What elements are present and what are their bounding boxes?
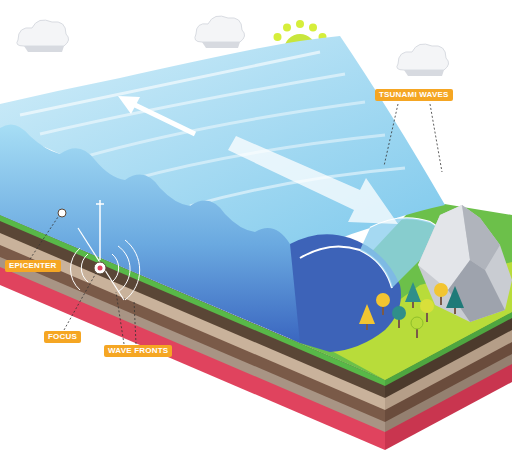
wave-direction-arrows-part bbox=[228, 136, 398, 224]
trees bbox=[359, 282, 464, 338]
earthquake-source-part bbox=[58, 209, 66, 217]
trees-part bbox=[446, 286, 464, 308]
mountain bbox=[418, 205, 512, 322]
trees-part bbox=[420, 299, 434, 313]
sun-part bbox=[283, 24, 291, 32]
ocean-part bbox=[40, 74, 345, 134]
trees-part bbox=[411, 317, 423, 329]
callout-label: FOCUS bbox=[44, 331, 81, 343]
mountain-part bbox=[462, 205, 500, 270]
earthquake-source bbox=[58, 200, 140, 300]
clouds-part bbox=[397, 44, 449, 70]
trees-part bbox=[359, 304, 375, 324]
callout-label: TSUNAMI WAVES bbox=[375, 89, 453, 101]
clouds-part bbox=[404, 70, 444, 76]
sun-part bbox=[309, 24, 317, 32]
leader-lines-part bbox=[430, 104, 442, 172]
earthquake-source-part bbox=[125, 240, 140, 300]
wave-direction-arrows-part bbox=[118, 96, 140, 114]
trees-part bbox=[392, 306, 406, 320]
earthquake-source-part bbox=[78, 228, 124, 300]
clouds-part bbox=[24, 46, 64, 52]
callout-label: WAVE FRONTS bbox=[104, 345, 172, 357]
sun-part bbox=[274, 33, 282, 41]
earthquake-source-part bbox=[99, 200, 101, 260]
clouds-part bbox=[202, 42, 240, 48]
earthquake-source-part bbox=[94, 262, 106, 274]
earthquake-source-part bbox=[112, 254, 119, 282]
leader-lines-part bbox=[384, 104, 398, 166]
leader-lines bbox=[30, 104, 442, 344]
earthquake-source-part bbox=[118, 246, 130, 292]
trees-part bbox=[434, 283, 448, 297]
leader-lines-part bbox=[134, 300, 136, 344]
earthquake-source-part bbox=[71, 248, 80, 290]
earthquake-source-part bbox=[98, 266, 103, 271]
wave-direction-arrows-part bbox=[135, 105, 195, 134]
trees-part bbox=[405, 282, 421, 302]
sun-part bbox=[296, 20, 304, 28]
trees-part bbox=[376, 293, 390, 307]
mountain-part bbox=[418, 205, 512, 322]
trees-part bbox=[426, 312, 428, 322]
leader-lines-part bbox=[30, 217, 58, 259]
wave-direction-arrows bbox=[118, 96, 398, 224]
callout-label: EPICENTER bbox=[5, 260, 61, 272]
clouds-part bbox=[17, 20, 69, 46]
leader-lines-part bbox=[116, 292, 124, 344]
ocean bbox=[0, 36, 450, 352]
clouds-part bbox=[195, 16, 245, 42]
earthquake-source-part bbox=[96, 203, 104, 205]
leader-lines-part bbox=[64, 273, 96, 330]
earthquake-source-part bbox=[81, 254, 88, 282]
ocean-part bbox=[80, 102, 365, 158]
